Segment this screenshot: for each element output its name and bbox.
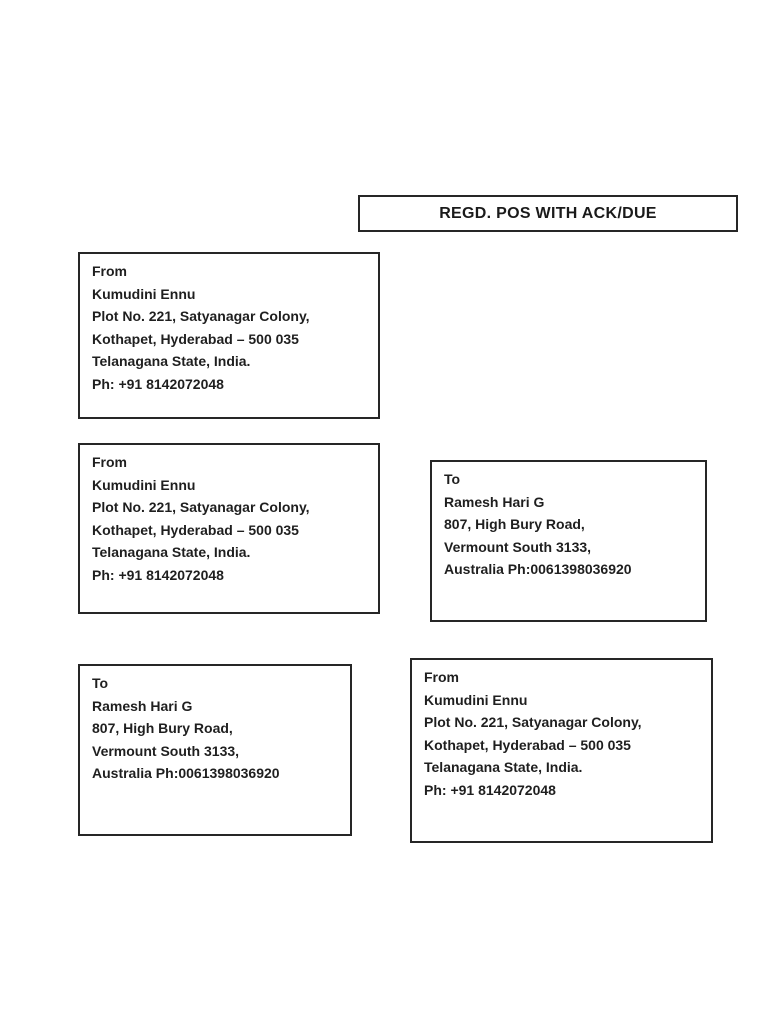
address-line-plot: Plot No. 221, Satyanagar Colony, [92,499,310,515]
address-line-city: Vermount South 3133, [92,742,240,759]
address-line-name: Kumudini Ennu [424,691,528,708]
address-line-city: Kothapet, Hyderabad – 500 035 [424,736,631,753]
address-box-from-top-left: From Kumudini Ennu Plot No. 221, Satyana… [78,252,380,419]
address-box-from-mid-left: From Kumudini Ennu Plot No. 221, Satyana… [78,443,380,614]
address-line-phone: Ph: +91 8142072048 [424,781,556,798]
address-line-street: 807, High Bury Road, [444,516,585,532]
address-line-state: Telanagana State, India. [92,544,251,560]
header-title: REGD. POS WITH ACK/DUE [439,204,657,222]
header-box: REGD. POS WITH ACK/DUE [358,195,738,232]
address-box-to-mid-right: To Ramesh Hari G 807, High Bury Road, Ve… [430,460,707,622]
address-line-phone: Ph: +91 8142072048 [92,566,224,583]
address-line-name: Ramesh Hari G [92,697,193,714]
address-line-city: Kothapet, Hyderabad – 500 035 [92,330,299,347]
address-line-country-phone: Australia Ph:0061398036920 [444,561,632,577]
address-line-name: Kumudini Ennu [92,285,196,302]
address-box-from-bottom-right: From Kumudini Ennu Plot No. 221, Satyana… [410,658,713,843]
address-label-to: To [92,675,109,691]
address-label-from: From [424,669,459,685]
address-line-name: Kumudini Ennu [92,476,196,493]
address-line-state: Telanagana State, India. [424,759,583,775]
address-line-state: Telanagana State, India. [92,353,251,369]
address-line-city: Kothapet, Hyderabad – 500 035 [92,521,299,538]
address-line-plot: Plot No. 221, Satyanagar Colony, [424,714,642,730]
address-box-to-bottom-left: To Ramesh Hari G 807, High Bury Road, Ve… [78,664,352,836]
address-line-plot: Plot No. 221, Satyanagar Colony, [92,308,310,324]
address-label-from: From [92,263,127,279]
address-line-city: Vermount South 3133, [444,538,592,555]
address-label-to: To [444,471,461,487]
address-line-street: 807, High Bury Road, [92,720,233,736]
address-line-country-phone: Australia Ph:0061398036920 [92,765,280,781]
address-label-from: From [92,454,127,470]
address-line-phone: Ph: +91 8142072048 [92,375,224,392]
address-line-name: Ramesh Hari G [444,493,545,510]
